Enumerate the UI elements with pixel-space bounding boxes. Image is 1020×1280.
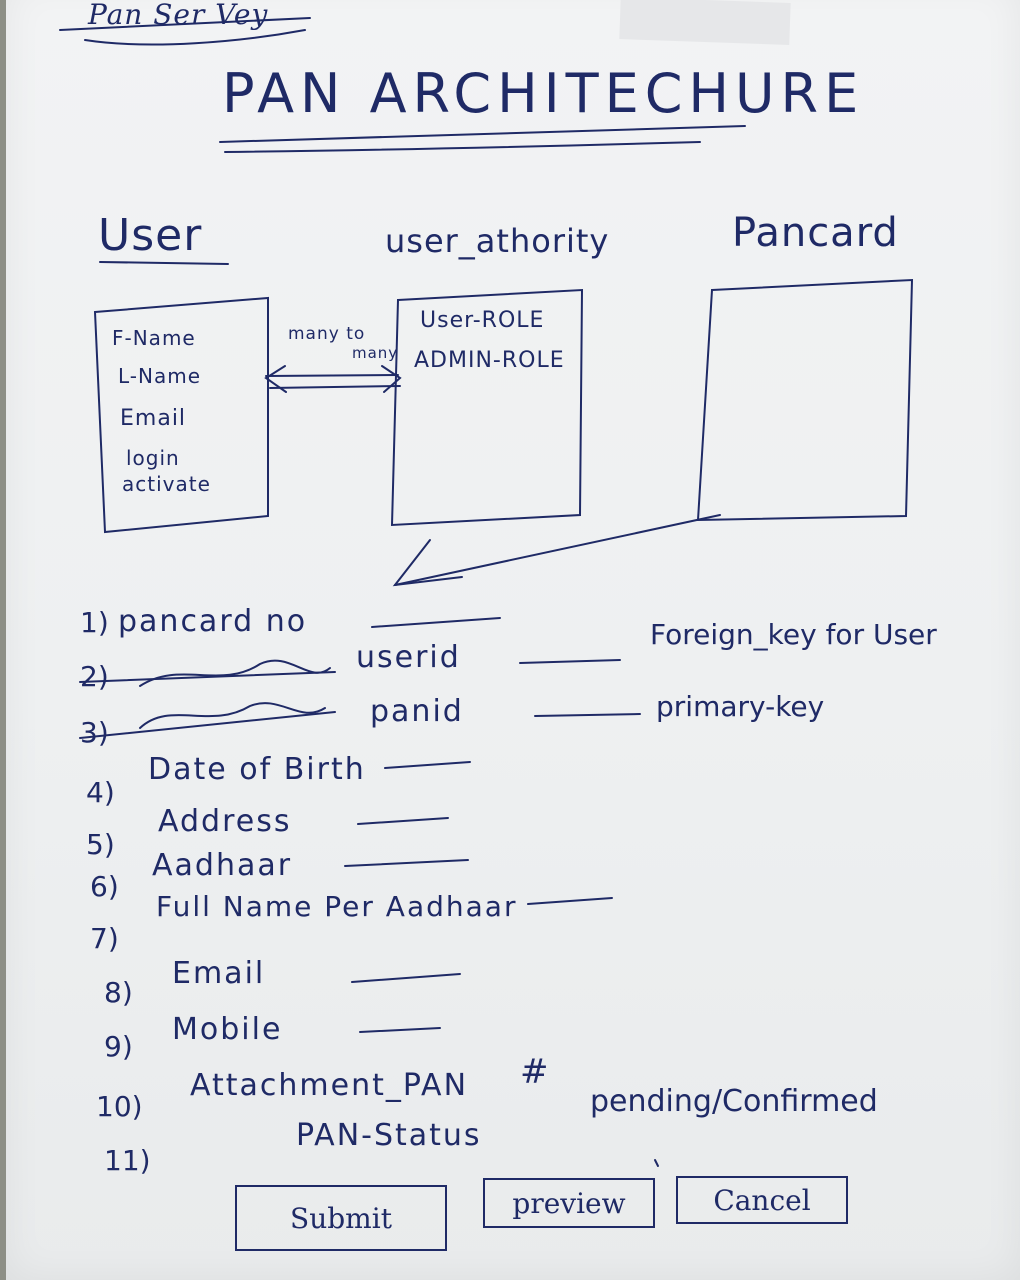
relation-label-line1: many to [288, 324, 366, 344]
field-1-label: pancard no [118, 604, 308, 639]
field-10-note: # [520, 1052, 549, 1092]
field-5-num: 5) [86, 828, 115, 861]
field-10-label: Attachment_PAN [190, 1068, 469, 1103]
authority-role-user: User-ROLE [420, 308, 545, 333]
field-4-label: Date of Birth [148, 752, 366, 787]
field-2-num: 2) [80, 660, 109, 693]
user-field-login: login [126, 446, 180, 470]
authority-entity-box [390, 288, 584, 527]
submit-button[interactable]: Submit [235, 1185, 447, 1251]
field-3-num: 3) [80, 716, 109, 749]
user-field-fname: F-Name [112, 326, 196, 350]
field-3-label: panid [370, 694, 464, 729]
field-9-num: 9) [104, 1030, 133, 1063]
pancard-arrow-line [394, 514, 721, 586]
strike-row-3 [79, 711, 336, 739]
field-9-label: Mobile [172, 1012, 283, 1047]
field-6-label: Aadhaar [152, 848, 293, 883]
blank-7 [527, 897, 613, 905]
blank-1 [371, 617, 501, 628]
pancard-entity-box [696, 278, 914, 522]
top-scribble-text: Pan Ser Vey [88, 0, 269, 31]
blank-2 [519, 659, 621, 664]
pancard-arrowhead [392, 539, 463, 587]
field-7-label: Full Name Per Aadhaar [156, 890, 518, 923]
user-authority-heading: user_athority [385, 222, 610, 260]
field-10-num: 10) [96, 1090, 143, 1123]
user-field-email: Email [120, 406, 187, 431]
user-entity-box [93, 296, 269, 534]
blank-9 [359, 1027, 441, 1033]
title-underline-1 [219, 125, 746, 143]
top-strike-line [59, 17, 311, 31]
blank-6 [344, 859, 469, 867]
field-11-num: 11) [104, 1144, 151, 1177]
field-1-num: 1) [80, 606, 109, 639]
field-11-note: pending/Confirmed [590, 1084, 878, 1119]
authority-role-admin: ADMIN-ROLE [414, 348, 565, 373]
field-3-note: primary-key [656, 690, 825, 723]
field-2-note: Foreign_key for User [650, 618, 937, 651]
strike-row-2 [79, 671, 336, 683]
relation-label-line2: many [352, 344, 399, 362]
field-11-label: PAN-Status [296, 1118, 482, 1153]
relation-arrowhead-right [381, 365, 402, 393]
blank-8 [351, 973, 461, 983]
relation-arrowhead-left [264, 365, 287, 393]
user-field-activate: activate [122, 472, 211, 496]
relation-arrow-line-2 [269, 385, 401, 389]
user-heading-underline [99, 261, 229, 265]
blank-4 [384, 761, 471, 769]
user-heading: User [98, 210, 203, 261]
field-6-num: 6) [90, 870, 119, 903]
relation-arrow-line-1 [265, 374, 399, 377]
field-2-label: userid [356, 640, 461, 675]
field-4-num: 4) [86, 776, 115, 809]
top-scribble-underline [84, 29, 306, 46]
field-8-label: Email [172, 956, 266, 991]
field-5-label: Address [158, 804, 292, 839]
title-underline-2 [224, 141, 701, 153]
page-title: PAN ARCHITECHURE [222, 62, 865, 125]
preview-button[interactable]: preview [483, 1178, 655, 1228]
tick-mark [654, 1159, 659, 1167]
cancel-button[interactable]: Cancel [676, 1176, 848, 1224]
pancard-heading: Pancard [732, 210, 899, 256]
user-field-lname: L-Name [118, 364, 202, 388]
field-7-num: 7) [90, 922, 119, 955]
field-8-num: 8) [104, 976, 133, 1009]
blank-3 [534, 713, 641, 717]
scribble-row-2 [139, 659, 331, 687]
blank-5 [357, 817, 449, 825]
scribble-row-3 [139, 702, 326, 729]
paper-sheet [6, 0, 1020, 1280]
